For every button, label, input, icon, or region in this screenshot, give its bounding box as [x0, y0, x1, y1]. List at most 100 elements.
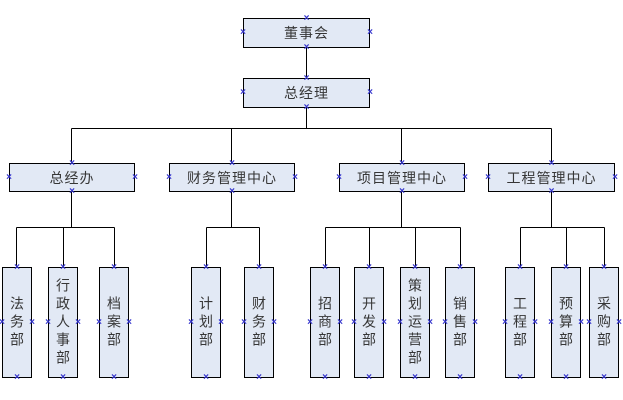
connection-handle-icon[interactable]: ×	[75, 316, 81, 328]
connection-handle-icon[interactable]: ×	[532, 316, 538, 328]
connection-handle-icon[interactable]: ×	[457, 372, 463, 383]
connection-handle-icon[interactable]: ×	[126, 316, 132, 328]
connection-handle-icon[interactable]: ×	[203, 262, 209, 273]
connection-handle-icon[interactable]: ×	[241, 316, 247, 328]
connection-handle-icon[interactable]: ×	[601, 372, 607, 383]
connection-handle-icon[interactable]: ×	[616, 316, 622, 328]
connection-handle-icon[interactable]: ×	[367, 87, 373, 98]
connection-handle-icon[interactable]: ×	[399, 158, 405, 169]
connection-handle-icon[interactable]: ×	[517, 372, 523, 383]
connection-handle-icon[interactable]: ×	[303, 102, 310, 113]
connection-handle-icon[interactable]: ×	[337, 316, 343, 328]
connection-handle-icon[interactable]: ×	[601, 262, 607, 273]
org-node-dept-budget[interactable]: 预算部 × × × ×	[548, 262, 584, 383]
node-label: 计划部	[198, 295, 214, 350]
connection-handle-icon[interactable]: ×	[69, 186, 75, 197]
org-node-center-engineering[interactable]: 工程管理中心 ××××	[485, 158, 618, 197]
org-node-center-gm-office[interactable]: 总经办 × × × ×	[6, 158, 138, 197]
connection-handle-icon[interactable]: ×	[367, 27, 373, 38]
connection-handle-icon[interactable]: ×	[381, 316, 387, 328]
connection-handle-icon[interactable]: ×	[563, 262, 569, 273]
node-label: 采购部	[596, 295, 612, 350]
connection-handle-icon[interactable]: ×	[457, 262, 463, 273]
org-node-dept-archives[interactable]: 档案部 ××××	[96, 262, 132, 383]
org-node-dept-development[interactable]: 开发部 × × × ×	[351, 262, 387, 383]
connection-handle-icon[interactable]: ×	[578, 316, 584, 328]
connection-handle-icon[interactable]: ×	[442, 316, 448, 328]
connection-handle-icon[interactable]: ×	[111, 372, 117, 383]
connection-handle-icon[interactable]: ×	[322, 372, 328, 383]
connection-handle-icon[interactable]: ×	[240, 27, 246, 38]
connection-handle-icon[interactable]: ×	[60, 262, 66, 273]
org-node-dept-legal[interactable]: 法务部 × × × ×	[0, 262, 35, 383]
node-label: 预算部	[558, 295, 574, 350]
connection-handle-icon[interactable]: ×	[29, 316, 35, 328]
org-node-dept-sales[interactable]: 销售部 ××××	[442, 262, 478, 383]
connection-handle-icon[interactable]: ×	[462, 171, 468, 183]
connection-handle-icon[interactable]: ×	[427, 316, 433, 328]
connection-handle-icon[interactable]: ×	[548, 186, 555, 197]
connection-handle-icon[interactable]: ×	[472, 316, 478, 328]
connection-handle-icon[interactable]: ×	[229, 186, 235, 197]
connection-handle-icon[interactable]: ×	[218, 316, 224, 328]
connection-handle-icon[interactable]: ×	[14, 262, 20, 273]
org-node-general-manager[interactable]: 总经理 ××××	[240, 73, 373, 113]
connection-handle-icon[interactable]: ×	[303, 42, 310, 53]
connection-handle-icon[interactable]: ×	[96, 316, 102, 328]
connection-handle-icon[interactable]: ×	[271, 316, 277, 328]
org-node-dept-planning-operations[interactable]: 策划运营部 × × × ×	[397, 262, 433, 383]
connection-handle-icon[interactable]: ×	[366, 372, 372, 383]
connection-handle-icon[interactable]: ×	[397, 316, 403, 328]
node-label: 开发部	[361, 295, 377, 350]
connection-handle-icon[interactable]: ×	[366, 262, 372, 273]
connection-handle-icon[interactable]: ×	[203, 372, 209, 383]
connection-handle-icon[interactable]: ×	[351, 316, 357, 328]
connection-handle-icon[interactable]: ×	[229, 158, 235, 169]
connection-handle-icon[interactable]: ×	[303, 13, 310, 24]
connection-handle-icon[interactable]: ×	[292, 171, 298, 183]
connection-handle-icon[interactable]: ×	[0, 316, 5, 328]
org-node-dept-admin-hr[interactable]: 行政人事部 ××××	[45, 262, 81, 383]
connection-handle-icon[interactable]: ×	[6, 171, 12, 183]
connection-handle-icon[interactable]: ×	[132, 171, 138, 183]
connection-handle-icon[interactable]: ×	[14, 372, 20, 383]
org-node-dept-investment[interactable]: 招商部 ××××	[307, 262, 343, 383]
org-node-center-project[interactable]: 项目管理中心 × × × ×	[336, 158, 468, 197]
node-label: 项目管理中心	[357, 169, 447, 186]
connection-handle-icon[interactable]: ×	[336, 171, 342, 183]
connection-handle-icon[interactable]: ×	[60, 372, 66, 383]
node-label: 总经办	[49, 169, 95, 186]
connection-handle-icon[interactable]: ×	[303, 73, 310, 84]
connection-handle-icon[interactable]: ×	[485, 171, 491, 183]
connection-handle-icon[interactable]: ×	[548, 316, 554, 328]
connection-handle-icon[interactable]: ×	[256, 262, 262, 273]
connection-handle-icon[interactable]: ×	[111, 262, 117, 273]
connection-handle-icon[interactable]: ×	[69, 158, 75, 169]
connection-handle-icon[interactable]: ×	[612, 171, 618, 183]
org-node-dept-finance[interactable]: 财务部 × × × ×	[241, 262, 277, 383]
connection-handle-icon[interactable]: ×	[563, 372, 569, 383]
connection-handle-icon[interactable]: ×	[166, 171, 172, 183]
connection-handle-icon[interactable]: ×	[502, 316, 508, 328]
connection-handle-icon[interactable]: ×	[307, 316, 313, 328]
connection-handle-icon[interactable]: ×	[188, 316, 194, 328]
connection-handle-icon[interactable]: ×	[322, 262, 328, 273]
org-node-dept-engineering[interactable]: 工程部 ××××	[502, 262, 538, 383]
connection-handle-icon[interactable]: ×	[412, 262, 418, 273]
org-node-board[interactable]: 董事会 ××××	[240, 13, 373, 53]
node-label: 策划运营部	[407, 277, 423, 368]
node-label: 财务管理中心	[187, 169, 277, 186]
connection-handle-icon[interactable]: ×	[548, 158, 555, 169]
org-node-dept-procurement[interactable]: 采购部 × × × ×	[586, 262, 622, 383]
connection-handle-icon[interactable]: ×	[45, 316, 51, 328]
connection-handle-icon[interactable]: ×	[256, 372, 262, 383]
connection-handle-icon[interactable]: ×	[412, 372, 418, 383]
node-label: 法务部	[9, 295, 25, 350]
connection-handle-icon[interactable]: ×	[399, 186, 405, 197]
org-node-center-finance[interactable]: 财务管理中心 × × × ×	[166, 158, 298, 197]
node-label: 财务部	[251, 295, 267, 350]
connection-handle-icon[interactable]: ×	[517, 262, 523, 273]
connection-handle-icon[interactable]: ×	[586, 316, 592, 328]
org-node-dept-planning[interactable]: 计划部 × × × ×	[188, 262, 224, 383]
connection-handle-icon[interactable]: ×	[240, 87, 246, 98]
